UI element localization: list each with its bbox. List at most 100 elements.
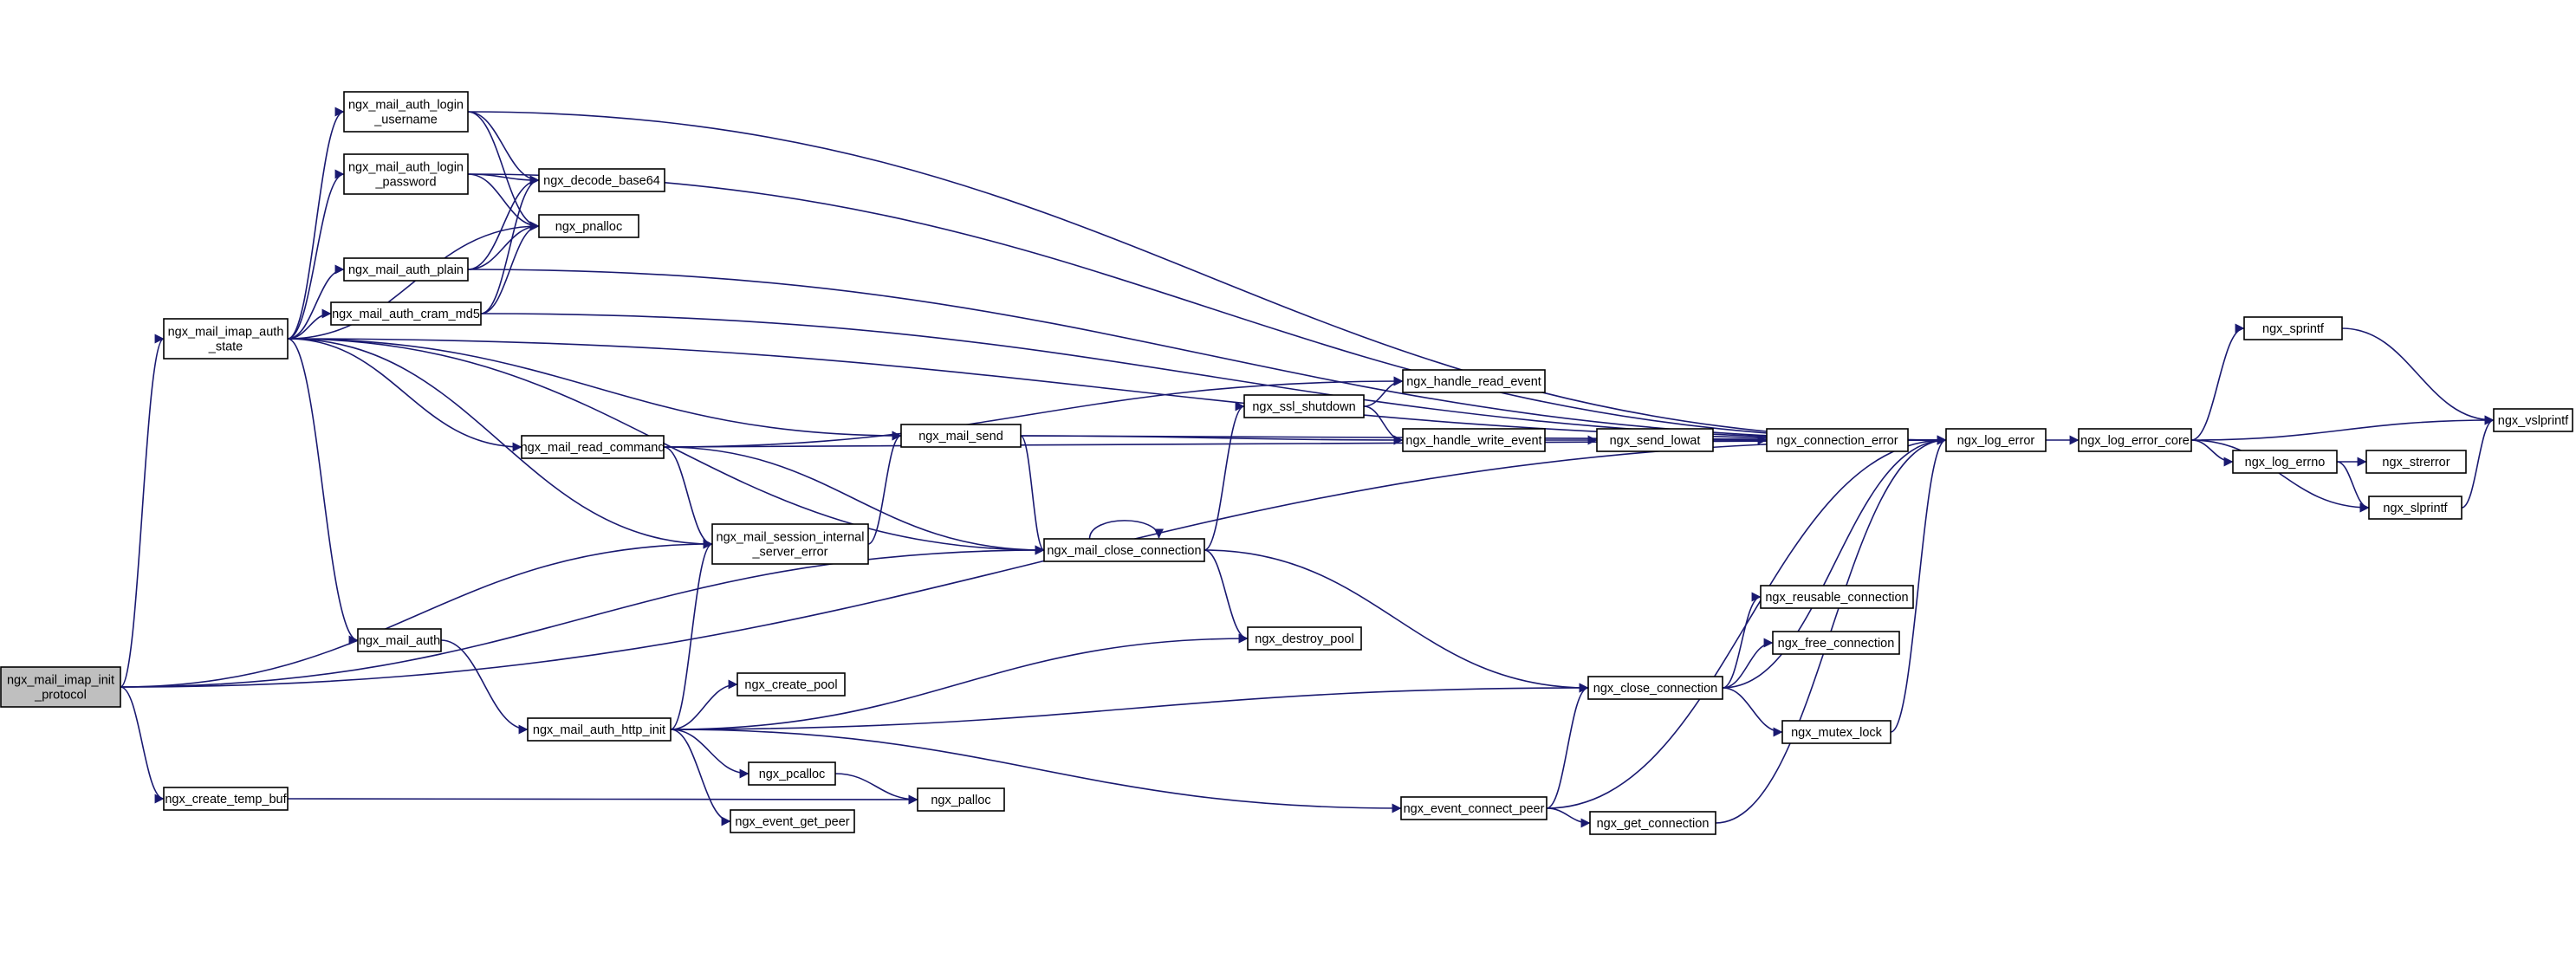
node-log-error[interactable]: ngx_log_error bbox=[1945, 428, 2047, 452]
node-connection-error[interactable]: ngx_connection_error bbox=[1766, 428, 1909, 452]
edge-auth_http_init-to-close_connection bbox=[670, 683, 1589, 730]
edge-auth_plain-to-pnalloc bbox=[467, 221, 540, 270]
node-close-connection[interactable]: ngx_close_connection bbox=[1587, 676, 1723, 700]
node-free-connection[interactable]: ngx_free_connection bbox=[1772, 631, 1900, 655]
node-event-get-peer[interactable]: ngx_event_get_peer bbox=[730, 809, 855, 833]
node-mail-auth[interactable]: ngx_mail_auth bbox=[357, 628, 442, 652]
node-box bbox=[527, 717, 672, 742]
edge-auth_cram_md5-to-log_error bbox=[480, 313, 1947, 445]
node-box bbox=[917, 787, 1005, 812]
edge-log_errno-to-slprintf bbox=[2336, 461, 2370, 513]
node-label: ngx_free_connection bbox=[1778, 637, 1895, 651]
edge-imap_auth_state-to-mail_send bbox=[287, 338, 902, 441]
node-box bbox=[1587, 676, 1723, 700]
node-box bbox=[1043, 538, 1205, 562]
node-imap-init[interactable]: ngx_mail_imap_init_protocol bbox=[0, 666, 121, 708]
node-pnalloc[interactable]: ngx_pnalloc bbox=[538, 214, 639, 238]
node-strerror[interactable]: ngx_strerror bbox=[2365, 450, 2467, 474]
node-label: _username bbox=[373, 113, 438, 126]
node-get-connection[interactable]: ngx_get_connection bbox=[1589, 811, 1716, 835]
node-destroy-pool[interactable]: ngx_destroy_pool bbox=[1247, 626, 1362, 651]
edge-pcalloc-to-palloc bbox=[834, 773, 918, 805]
edge-read_command-to-log_error bbox=[663, 435, 1947, 448]
node-read-command[interactable]: ngx_mail_read_command bbox=[521, 435, 665, 459]
edge-auth_login_password-to-log_error bbox=[467, 173, 1947, 445]
node-box bbox=[521, 435, 665, 459]
node-ssl-shutdown[interactable]: ngx_ssl_shutdown bbox=[1243, 394, 1365, 418]
node-handle-read-event[interactable]: ngx_handle_read_event bbox=[1402, 369, 1546, 393]
node-sprintf[interactable]: ngx_sprintf bbox=[2243, 316, 2343, 340]
node-box bbox=[1772, 631, 1900, 655]
node-slprintf[interactable]: ngx_slprintf bbox=[2368, 496, 2462, 520]
edge-auth_cram_md5-to-pnalloc bbox=[480, 221, 540, 314]
node-label: ngx_vslprintf bbox=[2498, 414, 2569, 428]
node-label: ngx_destroy_pool bbox=[1255, 632, 1353, 646]
node-log-errno[interactable]: ngx_log_errno bbox=[2232, 450, 2338, 474]
node-label: ngx_mail_auth bbox=[359, 634, 440, 648]
node-box bbox=[343, 153, 469, 195]
node-auth-login-username[interactable]: ngx_mail_auth_login_username bbox=[343, 91, 469, 133]
node-log-error-core[interactable]: ngx_log_error_core bbox=[2078, 428, 2192, 452]
edge-log_error_core-to-vslprintf bbox=[2190, 415, 2495, 441]
node-session-internal-server-error[interactable]: ngx_mail_session_internal_server_error bbox=[711, 523, 869, 565]
node-label: ngx_log_errno bbox=[2245, 456, 2326, 470]
node-label: ngx_handle_read_event bbox=[1406, 375, 1541, 389]
node-label: ngx_event_connect_peer bbox=[1404, 802, 1545, 816]
node-label: ngx_mail_auth_http_init bbox=[533, 723, 665, 737]
node-label: ngx_mail_auth_cram_md5 bbox=[332, 308, 480, 321]
node-label: ngx_ssl_shutdown bbox=[1252, 400, 1355, 414]
node-event-connect-peer[interactable]: ngx_event_connect_peer bbox=[1400, 796, 1548, 820]
node-label: ngx_create_temp_buf bbox=[165, 793, 287, 807]
edge-imap_init-to-mail_close_connection bbox=[120, 545, 1045, 688]
edge-auth_login_password-to-pnalloc bbox=[467, 173, 540, 231]
node-imap-auth-state[interactable]: ngx_mail_imap_auth_state bbox=[163, 318, 289, 360]
edge-imap_init-to-session_internal_server_error bbox=[120, 539, 713, 688]
node-send-lowat[interactable]: ngx_send_lowat bbox=[1596, 428, 1714, 452]
node-mail-close-connection[interactable]: ngx_mail_close_connection bbox=[1043, 538, 1205, 562]
edge-imap_auth_state-to-auth_login_username bbox=[287, 107, 345, 340]
edge-mail_close_connection-to-mail_close_connection bbox=[1088, 520, 1164, 540]
node-vslprintf[interactable]: ngx_vslprintf bbox=[2493, 408, 2573, 432]
node-box bbox=[2368, 496, 2462, 520]
node-decode-base64[interactable]: ngx_decode_base64 bbox=[538, 168, 665, 192]
node-label: _password bbox=[374, 175, 436, 189]
edge-event_connect_peer-to-close_connection bbox=[1546, 683, 1589, 809]
edge-event_connect_peer-to-get_connection bbox=[1546, 807, 1591, 828]
node-auth-http-init[interactable]: ngx_mail_auth_http_init bbox=[527, 717, 672, 742]
edge-auth_login_username-to-decode_base64 bbox=[467, 111, 540, 185]
node-palloc[interactable]: ngx_palloc bbox=[917, 787, 1005, 812]
node-box bbox=[0, 666, 121, 708]
edge-close_connection-to-log_error bbox=[1722, 435, 1947, 689]
node-reusable-connection[interactable]: ngx_reusable_connection bbox=[1760, 585, 1914, 609]
edge-ssl_shutdown-to-handle_write_event bbox=[1363, 405, 1404, 445]
node-label: ngx_palloc bbox=[931, 794, 990, 807]
node-label: ngx_decode_base64 bbox=[543, 174, 660, 188]
node-label: ngx_mail_auth_plain bbox=[348, 263, 464, 277]
node-box bbox=[748, 761, 836, 786]
edge-ssl_shutdown-to-handle_read_event bbox=[1363, 376, 1404, 407]
edge-auth_http_init-to-event_get_peer bbox=[670, 729, 731, 826]
edge-create_temp_buf-to-palloc bbox=[287, 794, 918, 805]
node-mutex-lock[interactable]: ngx_mutex_lock bbox=[1781, 720, 1891, 744]
node-pcalloc[interactable]: ngx_pcalloc bbox=[748, 761, 836, 786]
node-label: ngx_sprintf bbox=[2262, 322, 2325, 336]
node-box bbox=[730, 809, 855, 833]
edge-imap_init-to-imap_auth_state bbox=[120, 334, 165, 688]
node-create-temp-buf[interactable]: ngx_create_temp_buf bbox=[163, 787, 289, 811]
node-auth-login-password[interactable]: ngx_mail_auth_login_password bbox=[343, 153, 469, 195]
edge-sprintf-to-vslprintf bbox=[2341, 327, 2495, 425]
edge-read_command-to-handle_read_event bbox=[663, 376, 1404, 448]
node-box bbox=[538, 168, 665, 192]
node-mail-send[interactable]: ngx_mail_send bbox=[900, 424, 1022, 448]
node-auth-plain[interactable]: ngx_mail_auth_plain bbox=[343, 257, 469, 282]
node-auth-cram-md5[interactable]: ngx_mail_auth_cram_md5 bbox=[330, 301, 482, 326]
edge-session_internal_server_error-to-mail_send bbox=[867, 431, 902, 545]
node-box bbox=[1766, 428, 1909, 452]
node-create-pool[interactable]: ngx_create_pool bbox=[736, 672, 846, 697]
node-box bbox=[163, 318, 289, 360]
node-box bbox=[900, 424, 1022, 448]
node-box bbox=[163, 787, 289, 811]
node-handle-write-event[interactable]: ngx_handle_write_event bbox=[1402, 428, 1546, 452]
node-label: _protocol bbox=[34, 688, 87, 702]
